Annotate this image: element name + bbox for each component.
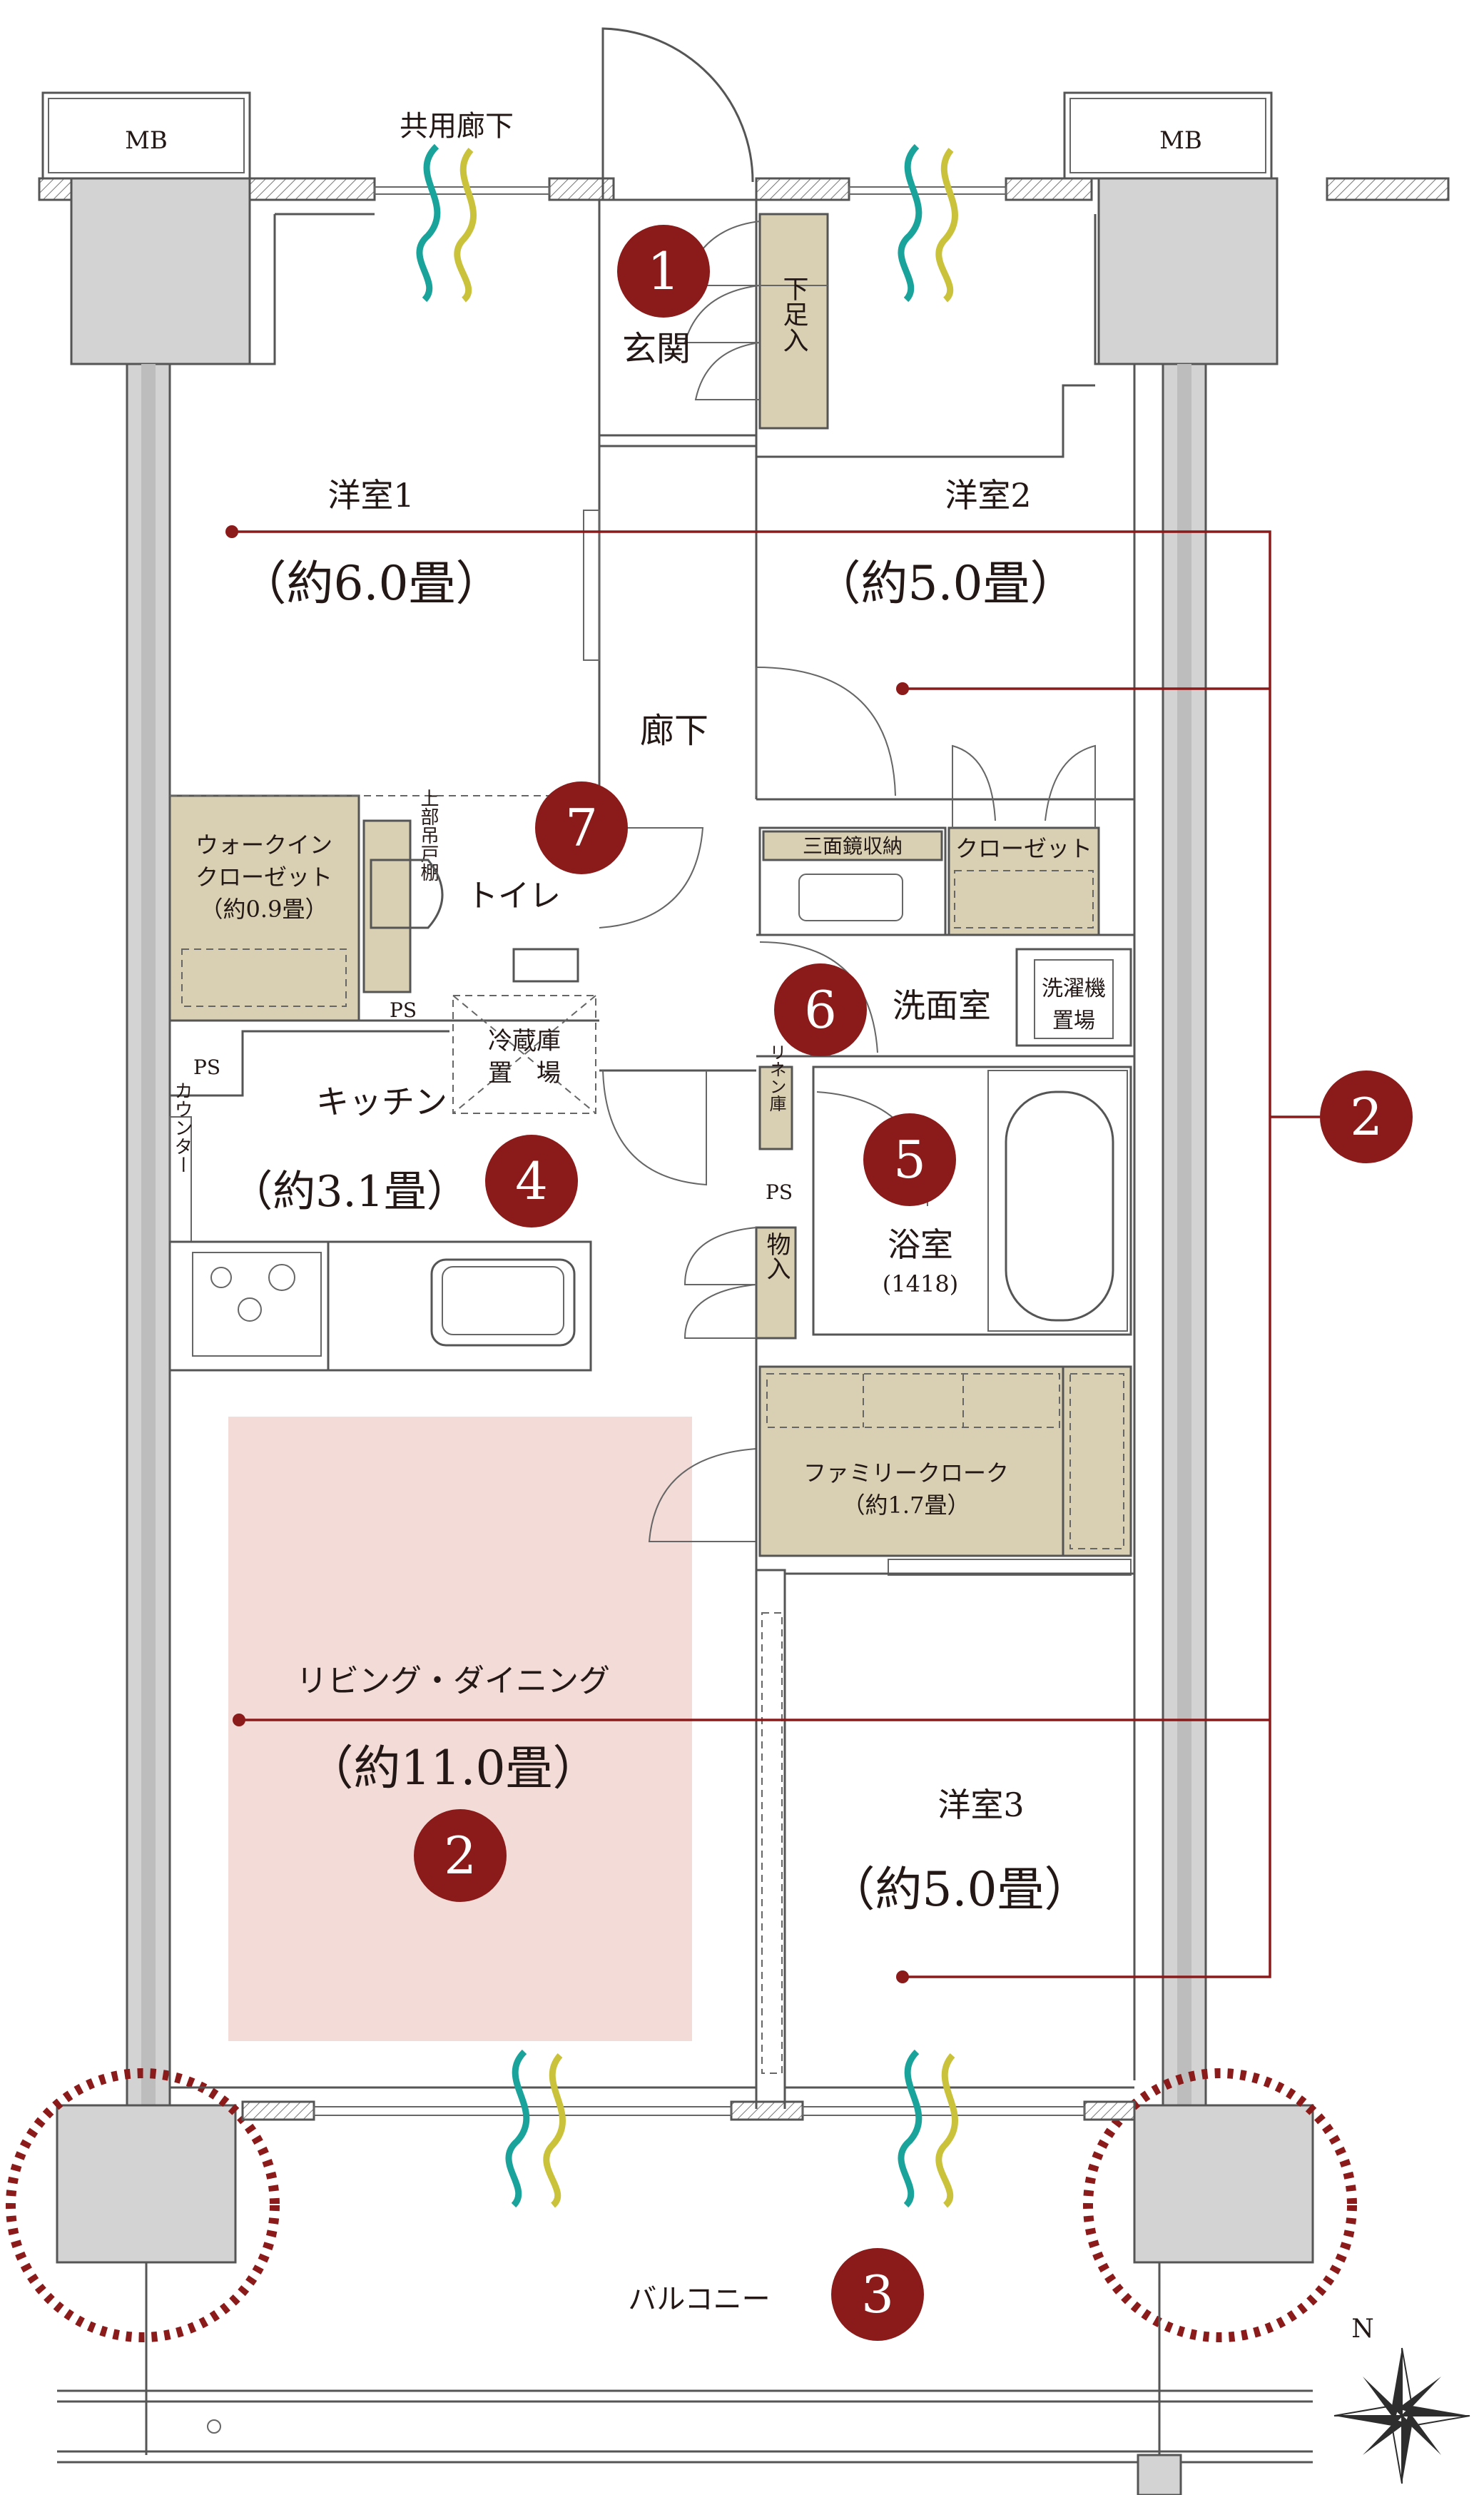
washer-label-1: 洗濯機 [1042, 976, 1106, 1001]
washroom-label: 洗面室 [893, 986, 991, 1025]
washer-label-2: 置場 [1052, 1008, 1095, 1033]
balcony-label: バルコニー [628, 2283, 770, 2316]
living-dining-size-label: （約11.0畳） [307, 1741, 600, 1796]
living-dining-highlight [228, 1417, 692, 2041]
western1-size-label: （約6.0畳） [240, 556, 503, 611]
toilet-label: トイレ [467, 878, 561, 914]
western2-size-label: （約5.0畳） [814, 556, 1077, 611]
mirror-storage-label: 三面鏡収納 [803, 834, 903, 858]
svg-text:5: 5 [893, 1130, 926, 1190]
badge-5: 5 [863, 1113, 956, 1206]
bathroom-size-label: (1418) [883, 1270, 958, 1297]
shoe-box-label: 下足入 [779, 275, 808, 353]
ps-label-3: PS [766, 1180, 793, 1204]
hallway-label: 廊下 [640, 711, 708, 751]
ventilation-icon-top-left [416, 143, 477, 303]
bathroom-area: リネン庫 浴室 (1418) PS 物入 [683, 1043, 1132, 1340]
living-dining-label: リビング・ダイニング [296, 1663, 610, 1699]
badge-1: 1 [617, 225, 710, 318]
ps-label-2: PS [193, 1056, 220, 1079]
family-cloak-label-2: （約1.7畳） [843, 1492, 970, 1519]
room-partitions [583, 446, 1134, 801]
bottom-wall [170, 2086, 1136, 2121]
highlight-circle-left [6, 2068, 280, 2342]
storage-label: 物入 [762, 1232, 791, 1280]
family-cloak-label-1: ファミリークローク [803, 1459, 1009, 1487]
north-compass-icon: N [1333, 2314, 1470, 2484]
svg-text:2: 2 [444, 1826, 477, 1886]
kitchen-label: キッチン [316, 1083, 447, 1121]
walkin-label-1: ウォークイン [195, 831, 332, 859]
connector-lines [225, 525, 1320, 1983]
badge-7: 7 [535, 781, 628, 874]
ventilation-icon-top-right [898, 143, 958, 303]
north-label: N [1351, 2314, 1374, 2344]
column-bottom-right [1133, 2104, 1314, 2264]
badge-2-right: 2 [1320, 1071, 1413, 1163]
closet-label: クローゼット [955, 835, 1092, 862]
entrance-label: 玄関 [622, 329, 691, 369]
svg-text:6: 6 [804, 980, 837, 1040]
closet-western2: クローゼット [947, 744, 1100, 936]
entrance-area: 下足入 玄関 [598, 27, 829, 447]
mb-right-box: MB [1063, 91, 1273, 180]
western3-partition [756, 1569, 1134, 2087]
upper-cabinet-label: 上部吊戸棚 [417, 789, 439, 881]
western3-label: 洋室3 [937, 1786, 1024, 1824]
bathroom-label: 浴室 [888, 1225, 953, 1264]
shared-corridor-label: 共用廊下 [400, 110, 514, 143]
svg-text:7: 7 [565, 798, 598, 858]
fridge-label-1: 冷蔵庫 [488, 1027, 561, 1056]
family-cloak-area: ファミリークローク （約1.7畳） [648, 1338, 1132, 2087]
walkin-toilet-area: ウォークイン クローゼット （約0.9畳） 上部吊戸棚 トイレ [168, 789, 704, 1022]
svg-text:3: 3 [861, 2264, 894, 2324]
walkin-label-3: （約0.9畳） [200, 896, 328, 923]
kitchen-area: 冷蔵庫 置 場 PS PS キッチン （約3.1畳） カウンター [168, 995, 756, 1372]
badge-4: 4 [485, 1135, 578, 1228]
counter-label: カウンター [171, 1081, 193, 1174]
western2-label: 洋室2 [945, 476, 1031, 515]
mb-right-label: MB [1159, 126, 1202, 155]
highlight-circle-right [1083, 2068, 1357, 2342]
badge-6: 6 [774, 963, 867, 1056]
ventilation-icon-bottom-right [898, 2049, 958, 2208]
svg-text:2: 2 [1350, 1087, 1383, 1147]
column-bottom-left [56, 2104, 237, 2264]
column-top-right [1097, 177, 1279, 2107]
balcony-railing [57, 2262, 1313, 2495]
western3-size-label: （約5.0畳） [828, 1862, 1092, 1917]
column-top-left [70, 177, 251, 2107]
mb-left-label: MB [125, 126, 168, 155]
svg-text:4: 4 [515, 1151, 548, 1211]
washroom-area: 三面鏡収納 洗濯機 置場 洗面室 [756, 826, 1134, 1058]
ps-label-1: PS [390, 998, 417, 1022]
kitchen-size-label: （約3.1畳） [230, 1167, 469, 1217]
mb-left-box: MB [41, 91, 251, 180]
fridge-label-2: 置 場 [488, 1059, 561, 1088]
svg-text:1: 1 [647, 241, 680, 301]
walkin-label-2: クローゼット [195, 864, 332, 891]
linen-label: リネン庫 [766, 1043, 786, 1112]
ventilation-icon-bottom-left [505, 2049, 566, 2208]
badge-3: 3 [831, 2248, 924, 2341]
western1-label: 洋室1 [327, 476, 414, 515]
badge-2-living: 2 [414, 1809, 507, 1902]
